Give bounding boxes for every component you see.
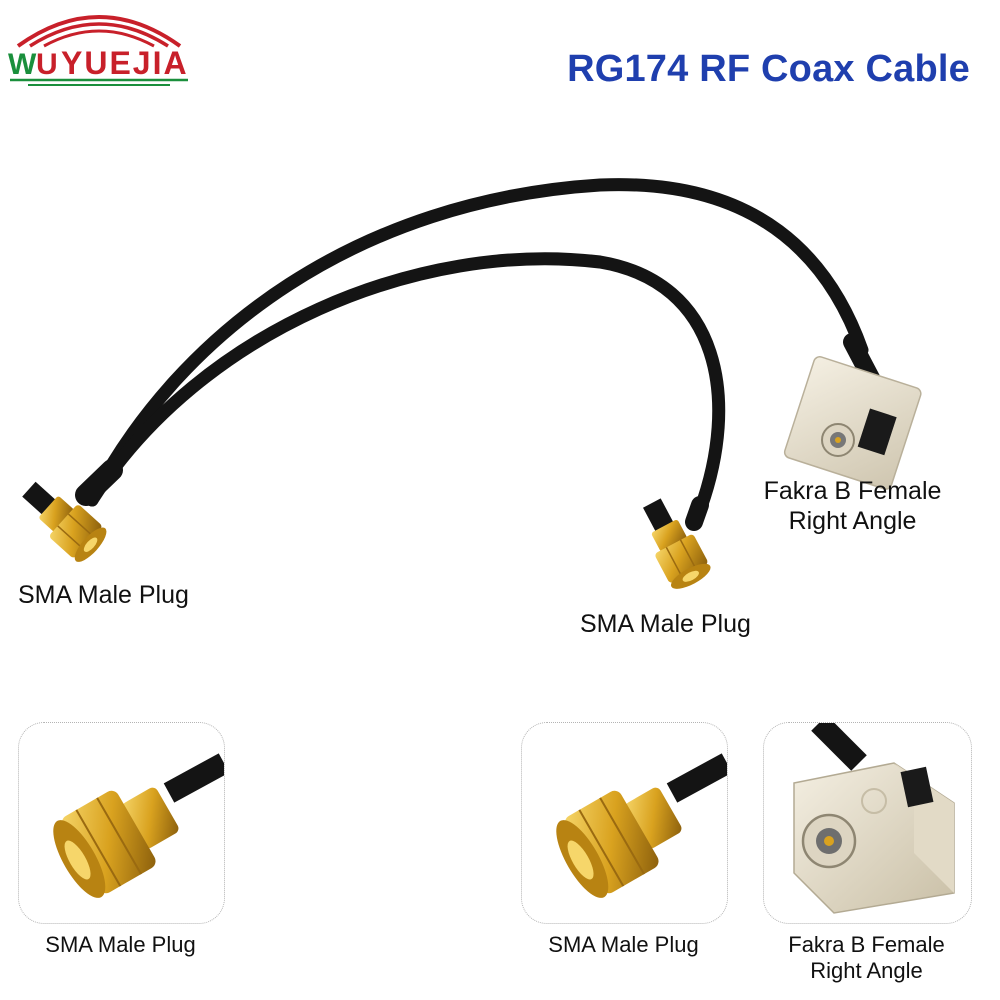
cable-short: [85, 252, 726, 517]
sma-male-plug-icon: [53, 753, 224, 898]
sma-connector-left: [22, 481, 107, 562]
page-title: RG174 RF Coax Cable: [567, 48, 970, 90]
cable-assembly-photo: [22, 178, 922, 589]
thumbnail-fakra: [763, 722, 972, 924]
right-connector-label: Fakra B Female Right Angle: [745, 476, 960, 536]
thumbnail-2-label: SMA Male Plug: [548, 932, 699, 957]
sma-male-plug-icon: [556, 753, 727, 898]
thumbnail-1-label: SMA Male Plug: [45, 932, 196, 957]
svg-text:YUEJIA: YUEJIA: [61, 45, 189, 81]
cable-long: [85, 178, 869, 507]
thumbnail-3-label-line2: Right Angle: [810, 958, 923, 983]
thumbnail-sma-left: [18, 722, 225, 924]
left-connector-label: SMA Male Plug: [18, 581, 189, 609]
thumbnail-3-label: Fakra B Female Right Angle: [763, 932, 970, 984]
middle-connector-label: SMA Male Plug: [580, 610, 751, 638]
svg-text:W: W: [8, 48, 37, 81]
right-connector-label-line2: Right Angle: [788, 507, 917, 535]
right-connector-label-line1: Fakra B Female: [763, 477, 942, 505]
fakra-b-female-icon: [793, 723, 955, 914]
svg-text:U: U: [36, 48, 58, 81]
thumbnail-sma-middle: [521, 722, 728, 924]
sma-connector-middle: [643, 498, 711, 589]
brand-logo: W U YUEJIA: [8, 15, 189, 86]
thumbnail-3-label-line1: Fakra B Female: [788, 932, 945, 957]
fakra-connector: [783, 333, 922, 490]
